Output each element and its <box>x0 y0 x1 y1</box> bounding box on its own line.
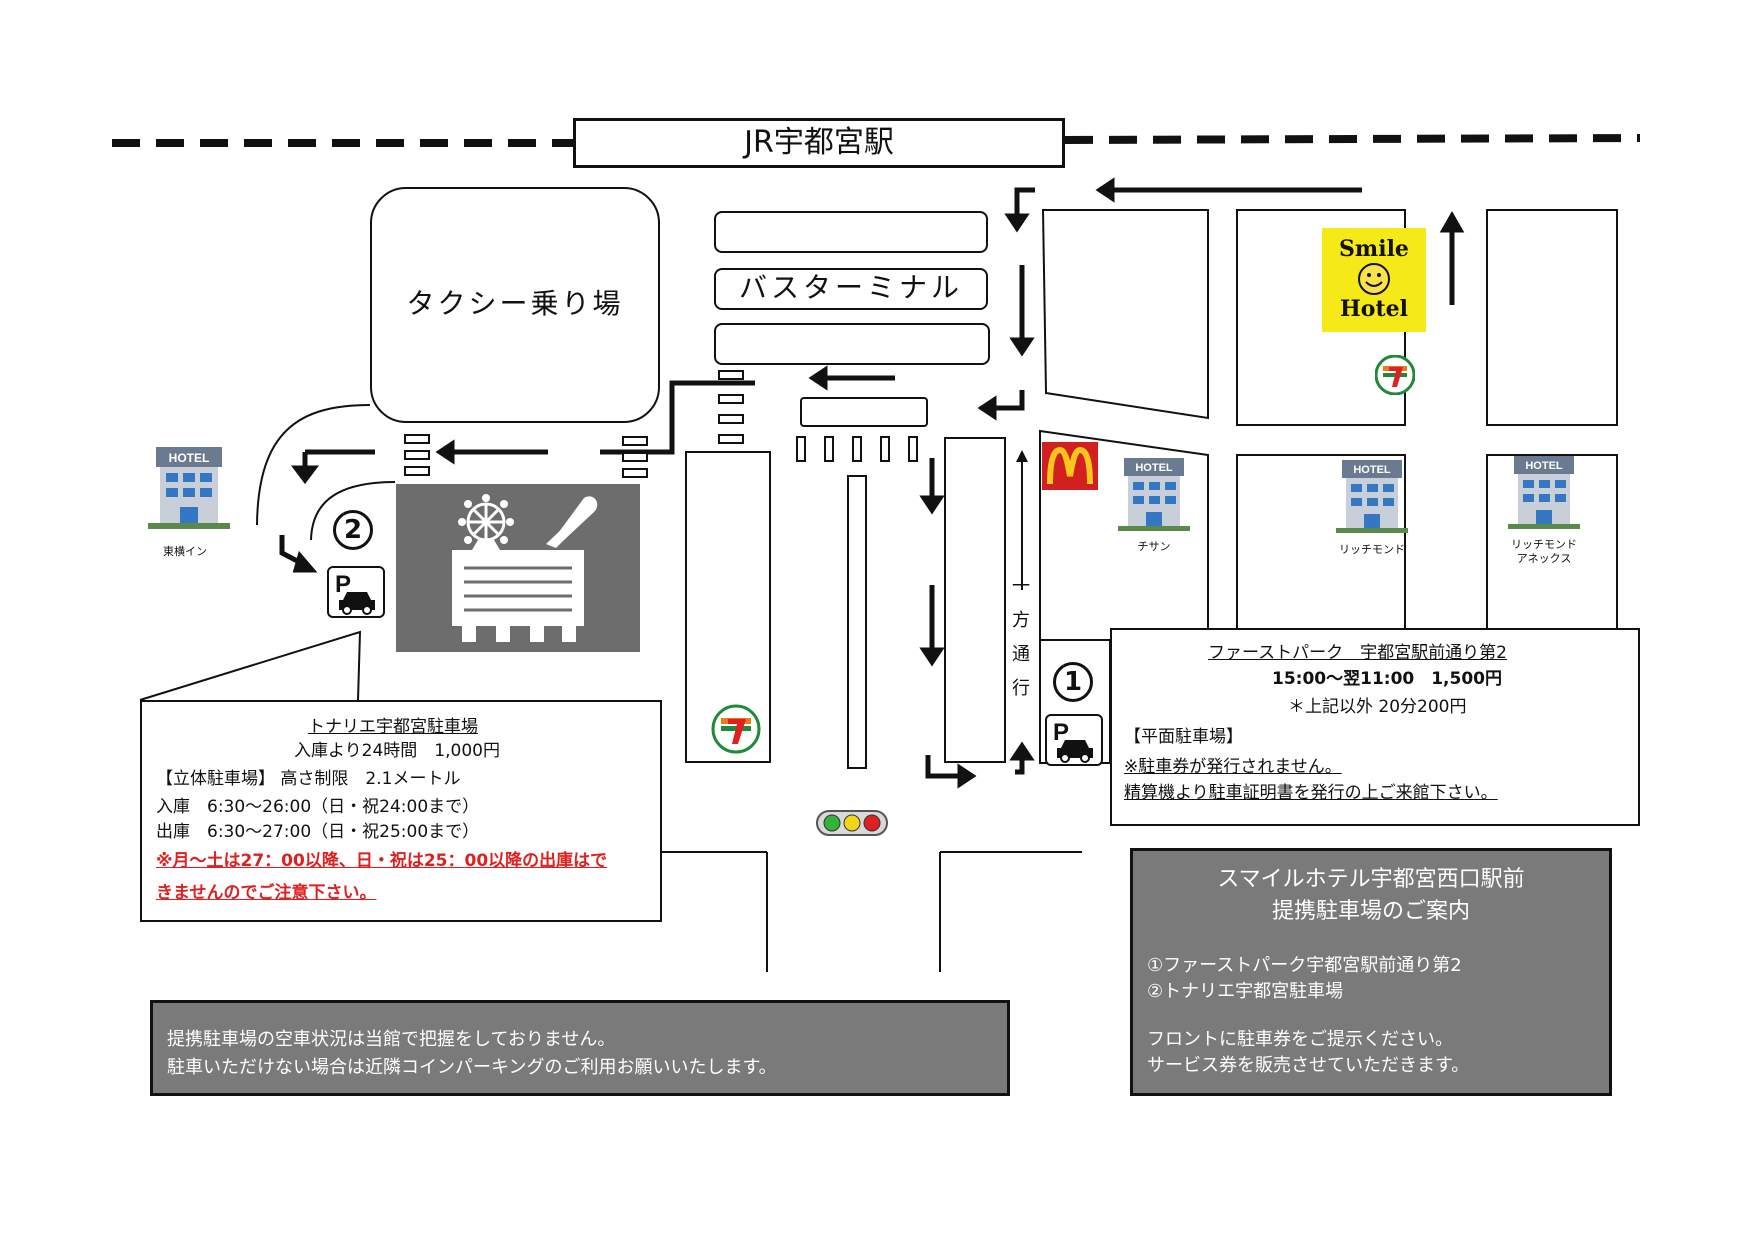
crosswalk <box>404 466 430 476</box>
notice-line-2: 駐車いただけない場合は近隣コインパーキングのご利用お願いいたします。 <box>167 1057 777 1078</box>
mcdonalds-icon <box>1042 442 1098 490</box>
bus-island <box>800 397 928 427</box>
parking-1-line-1: ※駐車券が発行されません。 <box>1124 757 1342 777</box>
crosswalk <box>852 436 862 462</box>
svg-text:P: P <box>1053 719 1069 746</box>
smiley-face-icon <box>1358 263 1390 295</box>
parking-2-type: 【立体駐車場】 高さ制限 2.1メートル <box>156 769 461 789</box>
svg-text:HOTEL: HOTEL <box>1353 464 1391 476</box>
parking-1-line-2: 精算機より駐車証明書を発行の上ご来館下さい。 <box>1124 783 1498 803</box>
parking-1-note: ＊上記以外 20分200円 <box>1288 697 1467 717</box>
crosswalk <box>718 394 744 404</box>
station-label: JR宇都宮駅 <box>573 118 1065 168</box>
hotel-richmond-annex-icon: HOTEL <box>1506 454 1582 532</box>
crosswalk <box>718 414 744 424</box>
crosswalk <box>796 436 806 462</box>
bus-terminal-label: バスターミナル <box>714 268 988 310</box>
hotel-chisun-icon: HOTEL <box>1116 456 1192 534</box>
guide-title-1: スマイルホテル宇都宮西口駅前 <box>1217 867 1525 892</box>
parking-1-title: ファーストパーク 宇都宮駅前通り第2 <box>1208 643 1507 663</box>
seven-eleven-icon <box>1374 354 1416 396</box>
parking-2-info: トナリエ宇都宮駐車場 入庫より24時間 1,000円 【立体駐車場】 高さ制限 … <box>140 700 662 922</box>
svg-text:P: P <box>335 571 351 598</box>
parking-2-icon: P <box>327 566 385 618</box>
hotel-richmond-annex-label-2: アネックス <box>1516 552 1572 565</box>
bus-bay-bottom <box>714 323 990 365</box>
notice-box: 提携駐車場の空車状況は当館で把握をしておりません。 駐車いただけない場合は近隣コ… <box>150 1000 1010 1096</box>
guide-item-1: ①ファーストパーク宇都宮駅前通り第2 <box>1147 955 1462 976</box>
hotel-toyoko-label: 東横イン <box>163 545 207 558</box>
smile-hotel-logo: Smile Hotel <box>1322 228 1426 332</box>
taxi-stand: タクシー乗り場 <box>370 187 660 423</box>
tonarie-mall-icon <box>396 484 640 652</box>
hotel-richmond-annex-label-1: リッチモンド <box>1511 538 1577 551</box>
crosswalk <box>908 436 918 462</box>
hotel-richmond-label: リッチモンド <box>1339 543 1405 556</box>
svg-text:HOTEL: HOTEL <box>1525 460 1563 472</box>
one-way-label: 一方通行 <box>1012 576 1030 699</box>
crosswalk <box>622 452 648 462</box>
traffic-signal-icon <box>816 810 888 836</box>
parking-2-marker: 2 <box>333 510 373 550</box>
parking-2-in: 入庫 6:30～26:00（日・祝24:00まで） <box>156 797 480 817</box>
ferris-wheel-building-icon <box>452 494 598 642</box>
crosswalk <box>404 434 430 444</box>
guide-note-2: サービス券を販売させていただきます。 <box>1147 1055 1470 1076</box>
parking-2-out: 出庫 6:30～27:00（日・祝25:00まで） <box>156 822 480 842</box>
smile-hotel-logo-text-1: Smile <box>1339 236 1409 262</box>
parking-1-type: 【平面駐車場】 <box>1124 727 1243 747</box>
crosswalk <box>404 450 430 460</box>
crosswalk <box>718 370 744 380</box>
crosswalk <box>824 436 834 462</box>
svg-text:HOTEL: HOTEL <box>1135 462 1173 474</box>
seven-eleven-icon <box>711 704 761 754</box>
guide-note-1: フロントに駐車券をご提示ください。 <box>1147 1029 1453 1050</box>
guide-item-2: ②トナリエ宇都宮駐車場 <box>1147 981 1344 1002</box>
crosswalk <box>718 434 744 444</box>
svg-text:HOTEL: HOTEL <box>169 451 210 465</box>
bus-bay-top <box>714 211 988 253</box>
parking-1-icon: P <box>1045 714 1103 766</box>
crosswalk <box>622 468 648 478</box>
parking-2-title: トナリエ宇都宮駐車場 <box>308 717 478 737</box>
parking-2-warning-1: ※月～土は27：00以降、日・祝は25：00以降の出庫はで <box>156 851 608 871</box>
parking-1-info: ファーストパーク 宇都宮駅前通り第2 15:00～翌11:00 1,500円 ＊… <box>1110 628 1640 826</box>
smile-hotel-logo-text-2: Hotel <box>1340 296 1408 322</box>
crosswalk <box>622 436 648 446</box>
parking-1-marker: 1 <box>1053 662 1093 702</box>
parking-guide-box: スマイルホテル宇都宮西口駅前 提携駐車場のご案内 ①ファーストパーク宇都宮駅前通… <box>1130 848 1612 1096</box>
guide-title-2: 提携駐車場のご案内 <box>1271 899 1470 924</box>
crosswalk <box>880 436 890 462</box>
hotel-toyoko-icon: HOTEL <box>146 443 232 533</box>
parking-2-fee: 入庫より24時間 1,000円 <box>294 741 500 761</box>
parking-2-warning-2: きませんのでご注意下さい。 <box>156 883 377 903</box>
hotel-chisun-label: チサン <box>1137 540 1171 553</box>
notice-line-1: 提携駐車場の空車状況は当館で把握をしておりません。 <box>167 1029 616 1050</box>
parking-1-hours: 15:00～翌11:00 1,500円 <box>1272 669 1502 689</box>
hotel-richmond-icon: HOTEL <box>1334 458 1410 536</box>
